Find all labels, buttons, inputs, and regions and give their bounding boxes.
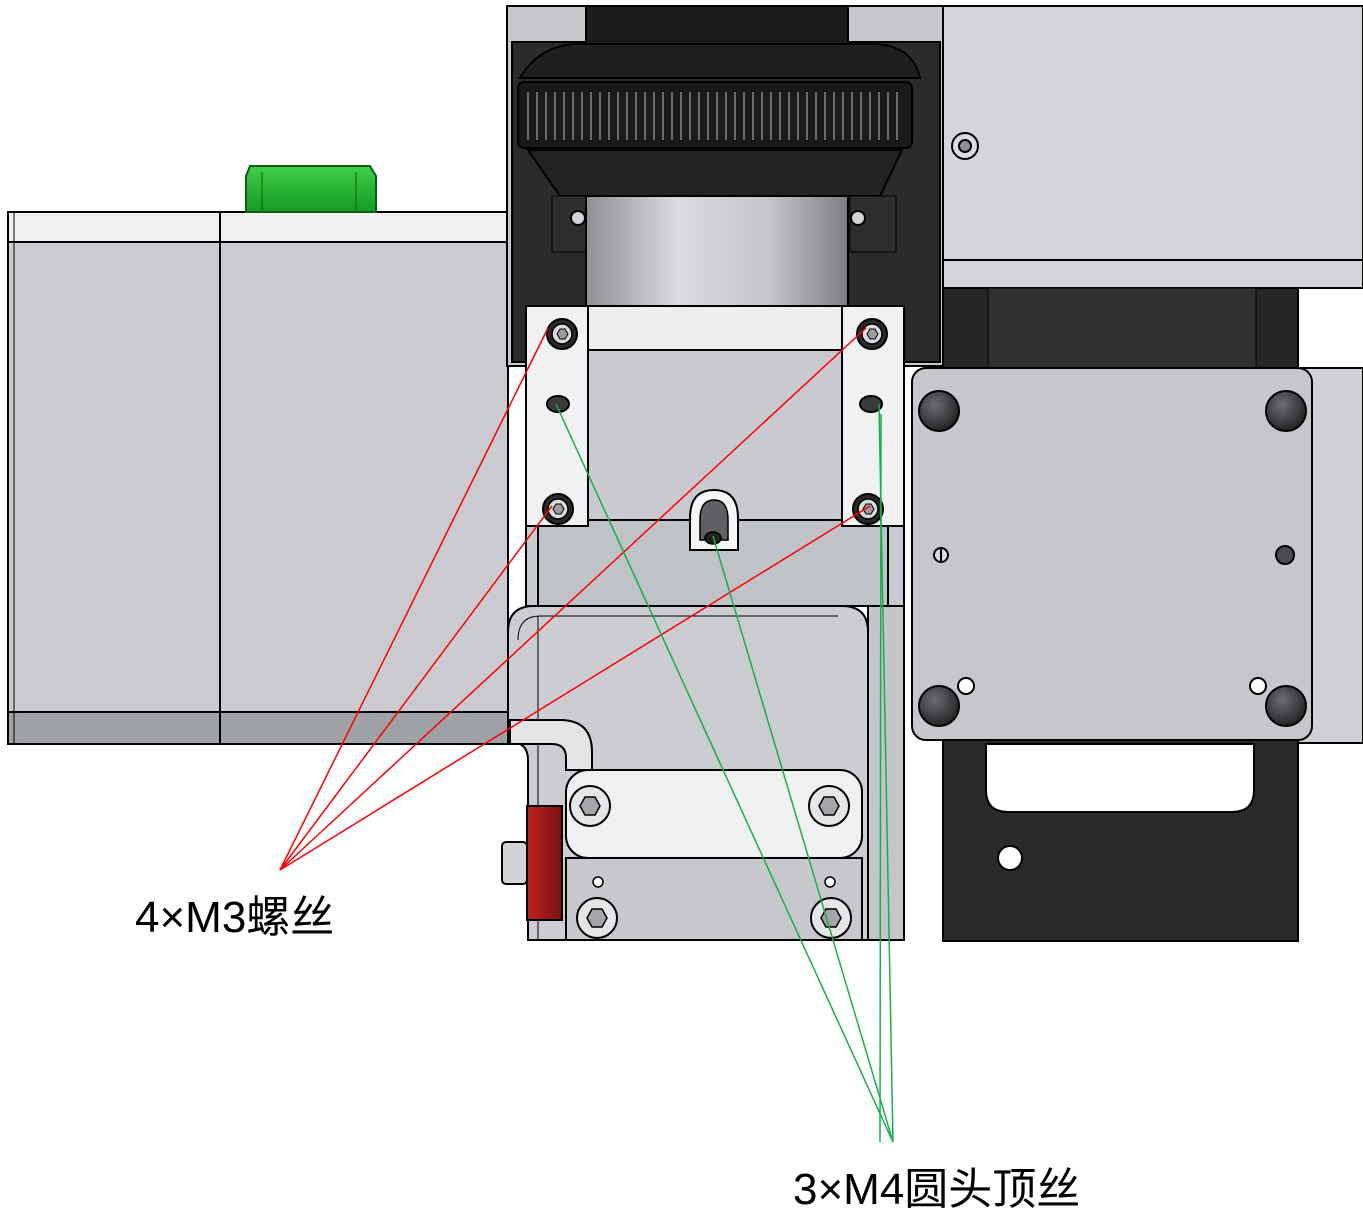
red-block <box>501 805 563 921</box>
plate-knob <box>918 390 960 432</box>
tube-screw-left <box>570 210 586 226</box>
m3-screws-label: 4×M3螺丝 <box>135 893 335 942</box>
m4-set-screw <box>859 395 883 413</box>
m4-leader-lines <box>555 403 894 1143</box>
plate-knob <box>918 685 960 727</box>
left-motor-housing <box>7 211 509 745</box>
plate-knob <box>1265 390 1307 432</box>
knurled-ring <box>517 81 913 253</box>
lens-tube <box>570 195 866 309</box>
right-top-panel <box>942 5 1363 369</box>
hex-bolt <box>810 897 852 939</box>
green-button <box>245 165 377 213</box>
hex-bolt <box>576 897 618 939</box>
hex-bolt <box>808 785 850 827</box>
m3-screw <box>852 493 884 525</box>
hex-bolt <box>569 785 611 827</box>
tube-screw-right <box>850 210 866 226</box>
m3-leader-lines <box>279 327 871 871</box>
lower-center-block <box>507 605 905 941</box>
m3-screw <box>856 318 888 350</box>
plate-knob <box>1265 685 1307 727</box>
m4-set-screw-slot <box>689 488 739 551</box>
m3-screw <box>542 493 574 525</box>
m4-set-screws-label: 3×M4圆头顶丝 <box>793 1165 1081 1214</box>
m3-screw <box>546 318 578 350</box>
m4-set-screw <box>546 395 570 413</box>
right-mount-plate <box>911 367 1363 942</box>
